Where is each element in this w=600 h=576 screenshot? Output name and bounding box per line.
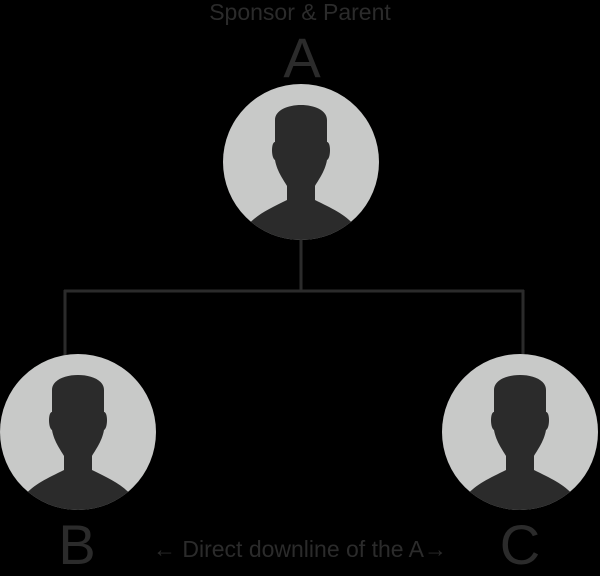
connector-lines	[63, 238, 525, 356]
node-c-label: C	[499, 513, 541, 576]
sponsor-parent-title: Sponsor & Parent	[209, 0, 391, 25]
avatar-c	[442, 354, 598, 510]
arrow-left-icon: ←	[152, 536, 176, 562]
node-a-label: A	[283, 26, 321, 89]
node-b-label: B	[58, 513, 96, 576]
downline-caption-text: Direct downline of the A	[182, 536, 425, 562]
arrow-right-icon: →	[424, 536, 448, 562]
avatar-b	[0, 354, 156, 510]
downline-caption: ← Direct downline of the A→	[108, 535, 492, 563]
avatar-a	[223, 84, 379, 240]
